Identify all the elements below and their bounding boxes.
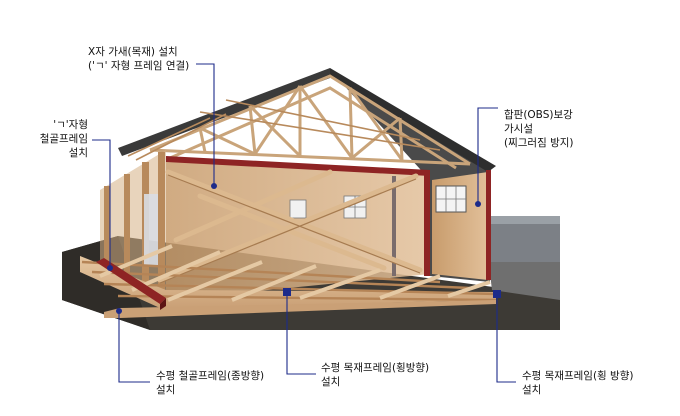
- x-bracing: [157, 169, 423, 283]
- label-steel-l-frame-line3: 설치: [68, 147, 88, 159]
- roof: [118, 68, 496, 172]
- steel-horizontal-beam: [96, 258, 166, 310]
- label-x-bracing-line1: X자 가새(목재) 설치: [88, 46, 178, 58]
- label-steel-horizontal-long-line2: 설치: [156, 384, 176, 396]
- roof-trusses: [149, 74, 471, 170]
- floor-timber-frame: [80, 244, 497, 318]
- label-plywood-osb: 합판(OBS)보강 가시설 (찌그러짐 방지): [504, 108, 574, 150]
- label-timber-horizontal-2: 수평 목재프레임(횡 방향) 설치: [522, 369, 633, 397]
- label-steel-horizontal-long-line1: 수평 철골프레임(종방향): [156, 370, 265, 382]
- label-timber-horizontal-1-line2: 설치: [321, 376, 341, 388]
- steel-top-beam: [166, 156, 491, 280]
- label-steel-l-frame-line2: 철골프레임: [39, 133, 88, 145]
- label-steel-horizontal-long: 수평 철골프레임(종방향) 설치: [156, 369, 264, 397]
- label-plywood-osb-line3: (찌그러짐 방지): [504, 137, 574, 149]
- x-bracing-shadow: [159, 174, 421, 284]
- label-steel-l-frame: 'ㄱ'자형 철골프레임 설치: [22, 118, 88, 160]
- label-timber-horizontal-1: 수평 목재프레임(횡방향) 설치: [321, 361, 429, 389]
- label-timber-horizontal-2-line1: 수평 목재프레임(횡 방향): [522, 370, 634, 382]
- gable-end-wall: [330, 70, 490, 282]
- leader-lines: [92, 63, 516, 383]
- label-x-bracing: X자 가새(목재) 설치 ('ㄱ' 자형 프레임 연결): [88, 45, 189, 73]
- leader-markers: [107, 183, 501, 314]
- label-steel-l-frame-line1: 'ㄱ'자형: [53, 119, 88, 131]
- label-plywood-osb-line2: 가시설: [504, 123, 533, 135]
- roof-purlins: [127, 99, 441, 161]
- side-wall-frame: [100, 150, 166, 300]
- label-timber-horizontal-1-line1: 수평 목재프레임(횡방향): [321, 362, 430, 374]
- label-plywood-osb-line1: 합판(OBS)보강: [504, 109, 573, 121]
- label-x-bracing-line2: ('ㄱ' 자형 프레임 연결): [88, 60, 190, 72]
- label-timber-horizontal-2-line2: 설치: [522, 384, 542, 396]
